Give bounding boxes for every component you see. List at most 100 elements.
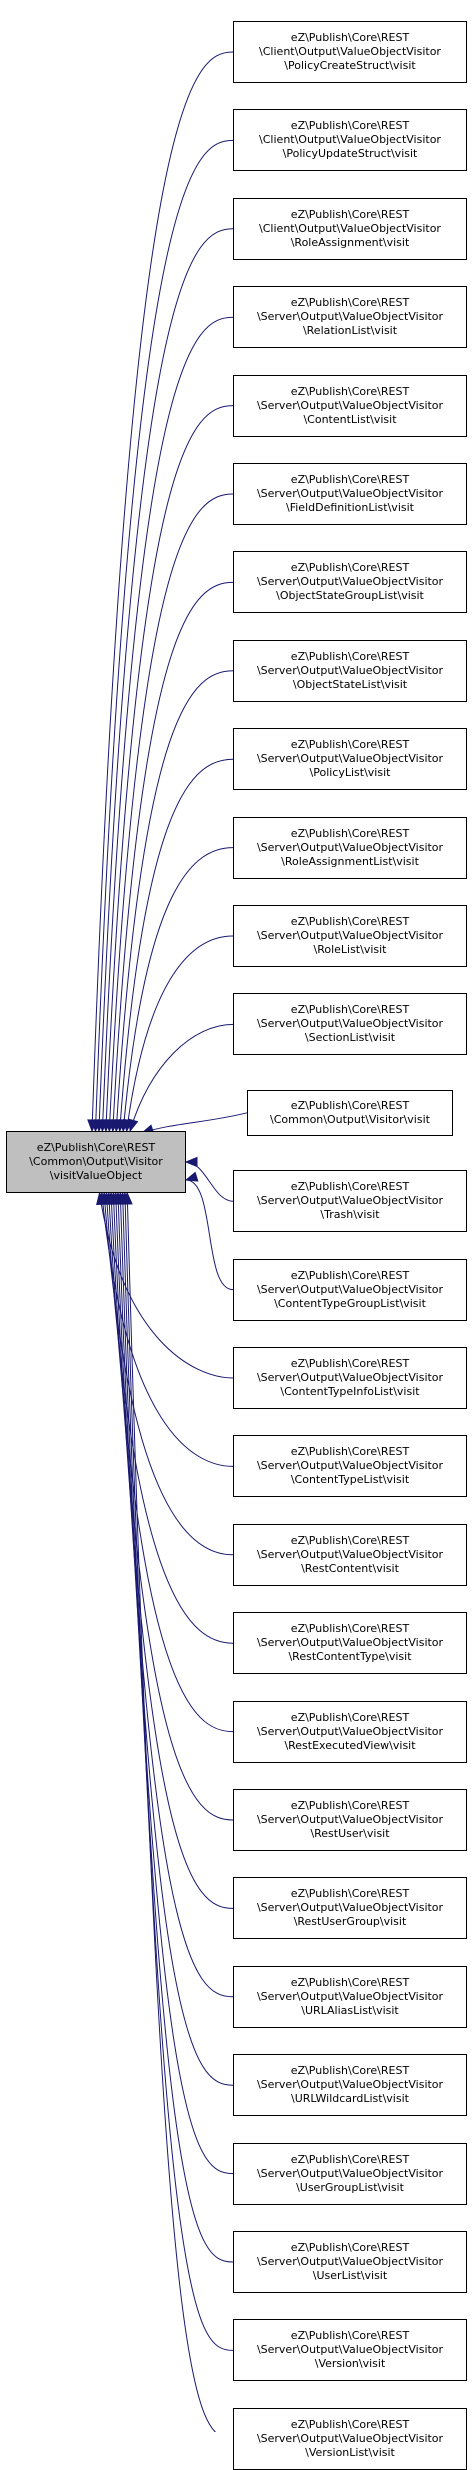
caller-node-line: \Server\Output\ValueObjectVisitor (256, 752, 444, 766)
caller-node[interactable]: eZ\Publish\Core\REST\Server\Output\Value… (233, 1258, 467, 1321)
caller-node-line: eZ\Publish\Core\REST (290, 1622, 410, 1636)
call-edge (115, 670, 234, 1132)
caller-node-line: \Client\Output\ValueObjectVisitor (259, 45, 441, 58)
call-edge (105, 405, 234, 1132)
caller-node-line: eZ\Publish\Core\REST (290, 561, 410, 575)
call-edge (185, 1161, 234, 1202)
caller-node-line: eZ\Publish\Core\REST (290, 649, 410, 663)
caller-node[interactable]: eZ\Publish\Core\REST\Server\Output\Value… (233, 374, 467, 437)
caller-node-line: eZ\Publish\Core\REST (290, 1533, 410, 1547)
caller-node[interactable]: eZ\Publish\Core\REST\Server\Output\Value… (233, 286, 467, 349)
caller-node-line: \Server\Output\ValueObjectVisitor (256, 310, 444, 324)
call-edge (126, 1192, 217, 2432)
caller-node-line: \VersionList\visit (305, 2445, 395, 2459)
caller-node-line: \Server\Output\ValueObjectVisitor (256, 2166, 444, 2180)
caller-node[interactable]: eZ\Publish\Core\REST\Server\Output\Value… (233, 993, 467, 1056)
caller-node-line: eZ\Publish\Core\REST (290, 1887, 410, 1901)
caller-node-line: eZ\Publish\Core\REST (290, 473, 410, 486)
caller-node[interactable]: eZ\Publish\Core\REST\Server\Output\Value… (233, 816, 467, 879)
caller-node[interactable]: eZ\Publish\Core\REST\Server\Output\Value… (233, 1700, 467, 1763)
caller-node-line: \RestContent\visit (301, 1561, 399, 1575)
caller-node[interactable]: eZ\Publish\Core\REST\Client\Output\Value… (233, 109, 467, 172)
caller-node-line: \Server\Output\ValueObjectVisitor (256, 2255, 444, 2268)
caller-node-line: eZ\Publish\Core\REST (290, 2329, 410, 2343)
call-edge (126, 935, 234, 1132)
caller-node-line: eZ\Publish\Core\REST (290, 119, 410, 133)
caller-node-line: \RestExecutedView\visit (284, 1738, 416, 1752)
caller-node-line: \Version\visit (314, 2357, 386, 2371)
source-node-line: eZ\Publish\Core\REST (36, 1141, 156, 1154)
caller-node-line: \ContentTypeInfoList\visit (280, 1385, 420, 1398)
caller-node-line: eZ\Publish\Core\REST (290, 207, 410, 221)
caller-node[interactable]: eZ\Publish\Core\REST\Server\Output\Value… (233, 2231, 467, 2293)
caller-node[interactable]: eZ\Publish\Core\REST\Server\Output\Value… (233, 1877, 467, 1940)
caller-node-line: \ObjectStateGroupList\visit (276, 589, 424, 603)
caller-node-line: \Client\Output\ValueObjectVisitor (259, 221, 441, 235)
caller-node[interactable]: eZ\Publish\Core\REST\Server\Output\Value… (233, 1612, 467, 1675)
caller-node-line: \Server\Output\ValueObjectVisitor (256, 398, 444, 412)
caller-node[interactable]: eZ\Publish\Core\REST\Server\Output\Value… (233, 905, 467, 967)
source-node-line: \Common\Output\Visitor (29, 1155, 163, 1168)
caller-node[interactable]: eZ\Publish\Core\REST\Server\Output\Value… (233, 1170, 467, 1233)
caller-node-line: \RelationList\visit (302, 324, 398, 338)
caller-node-line: \Server\Output\ValueObjectVisitor (256, 1282, 444, 1296)
caller-node[interactable]: eZ\Publish\Core\REST\Server\Output\Value… (233, 1435, 467, 1498)
caller-node-line: \RoleAssignment\visit (290, 235, 410, 249)
caller-node[interactable]: eZ\Publish\Core\REST\Server\Output\Value… (233, 1523, 467, 1586)
caller-node-line: eZ\Publish\Core\REST (290, 1098, 410, 1112)
call-edge (119, 758, 234, 1132)
caller-node-line: \Server\Output\ValueObjectVisitor (256, 1813, 444, 1826)
caller-node-line: \Server\Output\ValueObjectVisitor (256, 2343, 444, 2357)
caller-node[interactable]: eZ\Publish\Core\REST\Server\Output\Value… (233, 2407, 467, 2470)
caller-node[interactable]: eZ\Publish\Core\REST\Server\Output\Value… (233, 728, 467, 791)
caller-node[interactable]: eZ\Publish\Core\REST\Common\Output\Visit… (247, 1089, 453, 1136)
caller-node-line: \Server\Output\ValueObjectVisitor (256, 1547, 444, 1561)
caller-node-line: \ContentTypeList\visit (290, 1473, 410, 1487)
caller-node-line: \Server\Output\ValueObjectVisitor (256, 663, 444, 677)
caller-node-line: eZ\Publish\Core\REST (290, 2241, 410, 2254)
caller-node-line: \Server\Output\ValueObjectVisitor (256, 2431, 444, 2445)
call-edge (101, 316, 234, 1132)
caller-node[interactable]: eZ\Publish\Core\REST\Server\Output\Value… (233, 551, 467, 614)
caller-node[interactable]: eZ\Publish\Core\REST\Client\Output\Value… (233, 197, 467, 260)
call-edge (129, 1023, 234, 1132)
call-edge-arrowhead (184, 1156, 198, 1168)
caller-node-line: eZ\Publish\Core\REST (290, 2152, 410, 2166)
call-edge-arrowhead (184, 1171, 199, 1182)
caller-node[interactable]: eZ\Publish\Core\REST\Server\Output\Value… (233, 1965, 467, 2028)
caller-node-line: \Server\Output\ValueObjectVisitor (256, 1636, 444, 1650)
call-edge (110, 1192, 234, 1821)
caller-node[interactable]: eZ\Publish\Core\REST\Server\Output\Value… (233, 2319, 467, 2382)
caller-node[interactable]: eZ\Publish\Core\REST\Server\Output\Value… (233, 639, 467, 702)
call-edge-arrowhead (122, 1191, 133, 1205)
caller-node-line: \Server\Output\ValueObjectVisitor (256, 1724, 444, 1738)
caller-node-line: \Server\Output\ValueObjectVisitor (256, 487, 444, 500)
caller-node-line: \PolicyList\visit (309, 766, 391, 780)
call-edge (94, 139, 234, 1132)
call-edge (98, 228, 234, 1132)
source-node-line: \visitValueObject (49, 1169, 143, 1182)
caller-node[interactable]: eZ\Publish\Core\REST\Client\Output\Value… (233, 21, 467, 83)
caller-node-line: \RestUserGroup\visit (293, 1915, 407, 1929)
caller-node-line: eZ\Publish\Core\REST (290, 1975, 410, 1989)
caller-node[interactable]: eZ\Publish\Core\REST\Server\Output\Value… (233, 1347, 467, 1409)
caller-node-line: eZ\Publish\Core\REST (290, 1268, 410, 1282)
caller-node-line: eZ\Publish\Core\REST (290, 915, 410, 928)
caller-node[interactable]: eZ\Publish\Core\REST\Server\Output\Value… (233, 1789, 467, 1851)
call-edge-arrowhead (128, 1118, 139, 1133)
call-edge (119, 1192, 234, 2175)
caller-node-line: eZ\Publish\Core\REST (290, 2064, 410, 2078)
caller-node[interactable]: eZ\Publish\Core\REST\Server\Output\Value… (233, 463, 467, 525)
source-node-visitValueObject[interactable]: eZ\Publish\Core\REST \Common\Output\Visi… (6, 1131, 186, 1193)
call-edge (112, 581, 234, 1132)
caller-node-line: \Server\Output\ValueObjectVisitor (256, 1017, 444, 1031)
caller-node-line: eZ\Publish\Core\REST (290, 2417, 410, 2431)
caller-node-line: eZ\Publish\Core\REST (290, 296, 410, 310)
caller-node[interactable]: eZ\Publish\Core\REST\Server\Output\Value… (233, 2142, 467, 2205)
caller-node-line: \RestUser\visit (310, 1827, 390, 1840)
caller-node-line: eZ\Publish\Core\REST (290, 1003, 410, 1017)
call-edge (112, 1192, 234, 1909)
caller-node-line: \UserList\visit (312, 2269, 388, 2282)
caller-node[interactable]: eZ\Publish\Core\REST\Server\Output\Value… (233, 2054, 467, 2117)
